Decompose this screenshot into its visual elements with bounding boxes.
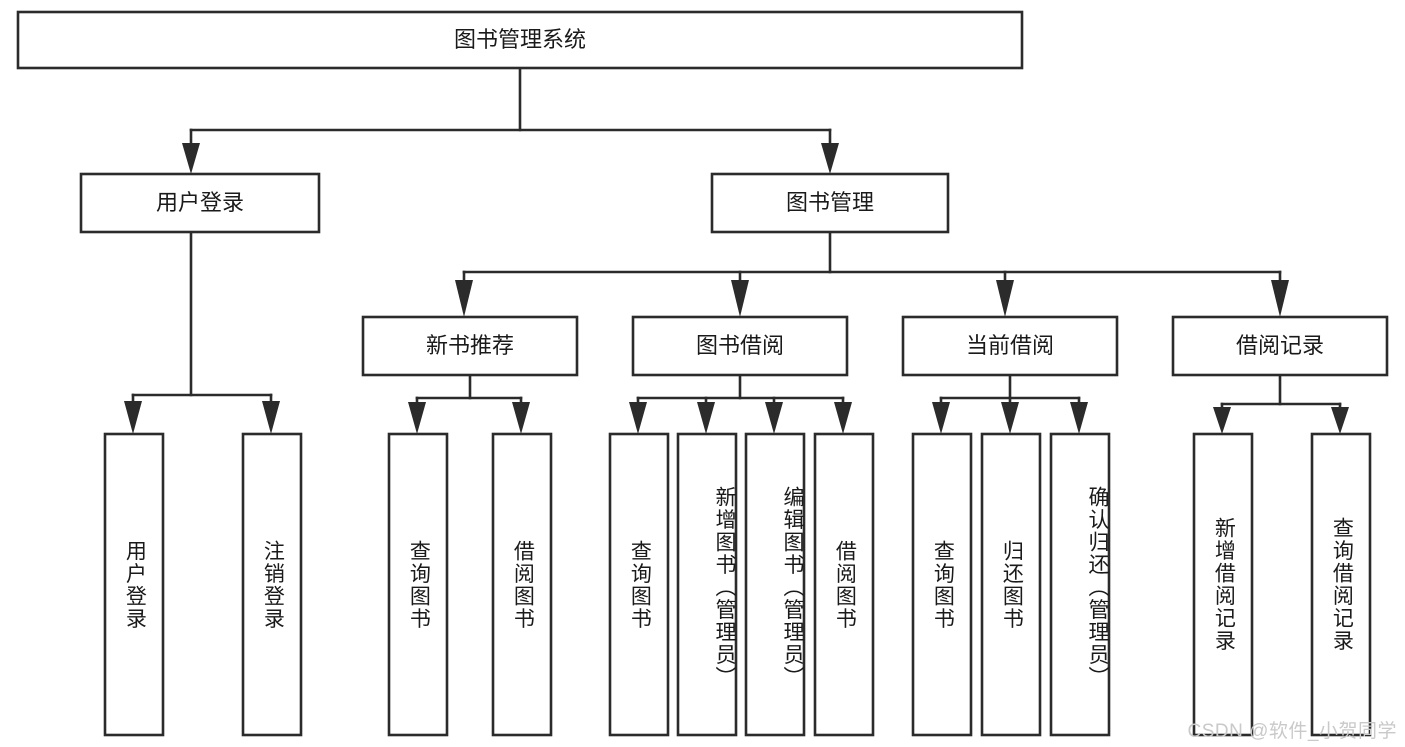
- leaf-box-query-book-2[interactable]: [608, 432, 670, 737]
- leaf-box-borrow-book-2[interactable]: [813, 432, 875, 737]
- arrow-leaf-query-book-3: [932, 402, 950, 434]
- arrow-leaf-query-record: [1331, 407, 1349, 434]
- node-user-login[interactable]: 用户登录: [79, 172, 321, 234]
- node-book-management-label: 图书管理: [786, 190, 874, 215]
- arrow-to-current-borrow: [996, 280, 1014, 317]
- node-book-management[interactable]: 图书管理: [710, 172, 950, 234]
- node-title[interactable]: 图书管理系统: [16, 10, 1024, 70]
- leaf-box-add-book[interactable]: [676, 432, 738, 737]
- edges-user-login-to-leaves: [124, 230, 280, 434]
- arrow-leaf-query-book-1: [408, 402, 426, 434]
- arrow-leaf-add-book: [697, 402, 715, 434]
- leaf-box-query-record[interactable]: [1310, 432, 1372, 737]
- node-book-borrow-label: 图书借阅: [696, 333, 784, 358]
- arrow-leaf-logout-login: [262, 401, 280, 434]
- node-title-box[interactable]: [16, 10, 1024, 70]
- node-book-borrow-box[interactable]: [631, 315, 849, 377]
- arrow-leaf-user-login: [124, 401, 142, 434]
- leaf-box-logout-login[interactable]: [241, 432, 303, 737]
- leaf-box-add-record[interactable]: [1192, 432, 1254, 737]
- node-user-login-label: 用户登录: [156, 190, 244, 215]
- arrow-to-book-borrow: [731, 280, 749, 317]
- node-borrow-record-box[interactable]: [1171, 315, 1389, 377]
- edges-book-management-to-level2: [455, 230, 1289, 317]
- arrow-to-new-book-recommend: [455, 280, 473, 317]
- arrow-to-user-login: [182, 143, 200, 174]
- node-new-book-recommend-label: 新书推荐: [426, 333, 514, 358]
- node-borrow-record[interactable]: 借阅记录: [1171, 315, 1389, 377]
- leaf-box-user-login[interactable]: [103, 432, 165, 737]
- leaf-box-borrow-book-1[interactable]: [491, 432, 553, 737]
- edges-current-borrow-to-leaves: [932, 373, 1088, 434]
- arrow-leaf-return-book: [1001, 402, 1019, 434]
- edges-new-book-recommend-to-leaves: [408, 373, 530, 434]
- leaf-box-return-book[interactable]: [980, 432, 1042, 737]
- leaf-box-query-book-1[interactable]: [387, 432, 449, 737]
- node-new-book-recommend[interactable]: 新书推荐: [361, 315, 579, 377]
- arrow-to-borrow-record: [1271, 280, 1289, 317]
- arrow-to-book-management: [821, 143, 839, 174]
- arrow-leaf-query-book-2: [629, 402, 647, 434]
- node-new-book-recommend-box[interactable]: [361, 315, 579, 377]
- leaf-box-edit-book[interactable]: [744, 432, 806, 737]
- node-current-borrow[interactable]: 当前借阅: [901, 315, 1119, 377]
- node-user-login-box[interactable]: [79, 172, 321, 234]
- leaf-box-confirm-return[interactable]: [1049, 432, 1111, 737]
- arrow-leaf-borrow-book-2: [834, 402, 852, 434]
- node-current-borrow-label: 当前借阅: [966, 333, 1054, 358]
- arrow-leaf-edit-book: [765, 402, 783, 434]
- node-book-management-box[interactable]: [710, 172, 950, 234]
- node-current-borrow-box[interactable]: [901, 315, 1119, 377]
- arrow-leaf-add-record: [1213, 407, 1231, 434]
- edges-book-borrow-to-leaves: [629, 373, 852, 434]
- node-book-borrow[interactable]: 图书借阅: [631, 315, 849, 377]
- node-title-label: 图书管理系统: [454, 27, 586, 52]
- edges-borrow-record-to-leaves: [1213, 373, 1349, 434]
- leaf-box-query-book-3[interactable]: [911, 432, 973, 737]
- leaf-boxes: [103, 432, 1372, 737]
- node-borrow-record-label: 借阅记录: [1236, 333, 1324, 358]
- csdn-watermark: CSDN @软件_小贺同学: [1187, 721, 1397, 742]
- edges-root-to-level1: [182, 66, 839, 174]
- arrow-leaf-borrow-book-1: [512, 402, 530, 434]
- arrow-leaf-confirm-return: [1070, 402, 1088, 434]
